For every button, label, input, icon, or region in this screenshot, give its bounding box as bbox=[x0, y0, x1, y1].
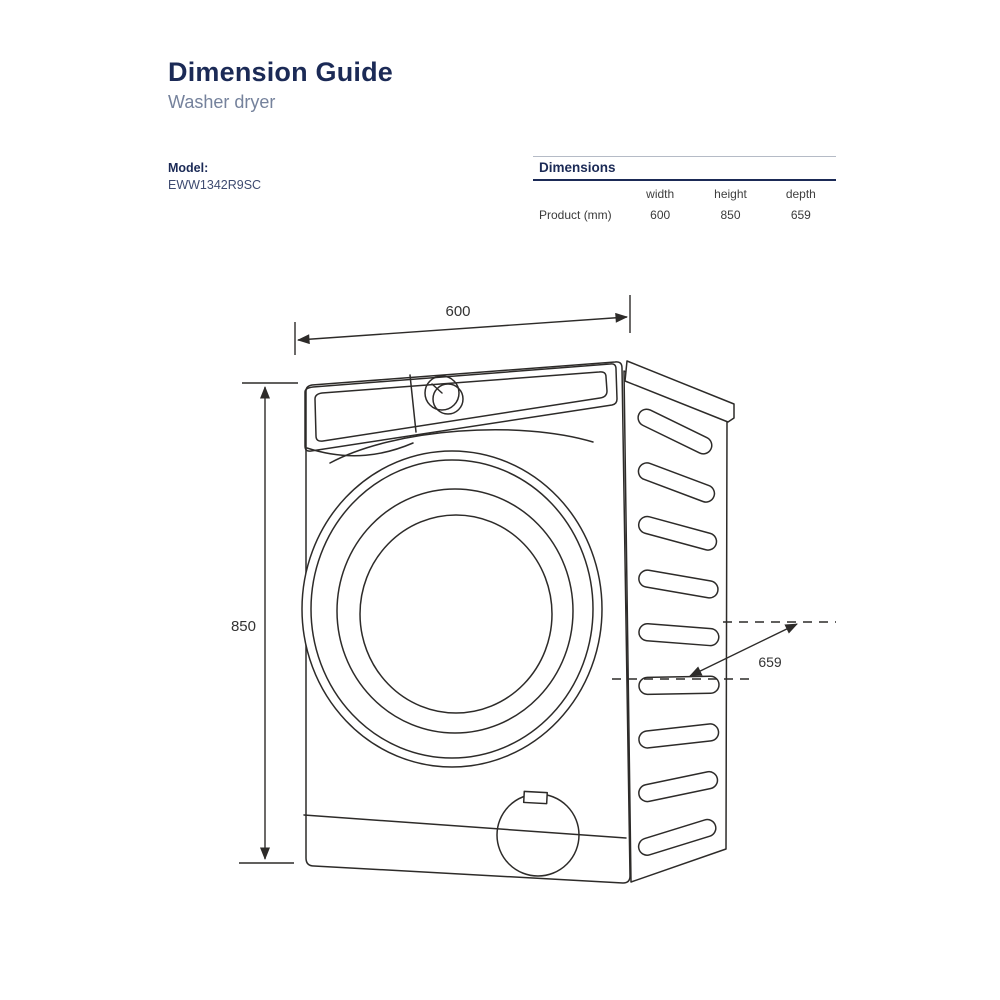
control-panel-outline bbox=[304, 363, 618, 452]
program-knob bbox=[424, 375, 464, 415]
kick-plate bbox=[303, 790, 627, 877]
drawer-divider bbox=[409, 374, 417, 433]
col-header-width: width bbox=[646, 187, 675, 201]
vent-slots bbox=[637, 408, 720, 856]
dimensions-table: Dimensions width height depth Product (m… bbox=[533, 156, 836, 222]
control-panel-inset bbox=[314, 371, 608, 442]
value-depth: 659 bbox=[790, 208, 811, 222]
width-arrow bbox=[297, 312, 628, 345]
page-title: Dimension Guide bbox=[168, 57, 394, 87]
value-height: 850 bbox=[720, 208, 741, 222]
value-width: 600 bbox=[650, 208, 671, 222]
col-header-height: height bbox=[714, 187, 747, 201]
height-dimension: 850 bbox=[231, 382, 298, 864]
model-label: Model: bbox=[168, 161, 209, 175]
table-title: Dimensions bbox=[539, 160, 616, 175]
door-bulge-curve bbox=[329, 429, 594, 464]
depth-label: 659 bbox=[758, 654, 782, 670]
table-row: Product (mm) 600 850 659 bbox=[533, 201, 836, 222]
door-window bbox=[301, 450, 603, 768]
filter-door-latch bbox=[522, 790, 548, 805]
depth-arrow bbox=[689, 623, 798, 677]
table-header-rule bbox=[533, 179, 836, 181]
drawer-handle-curve bbox=[306, 442, 414, 457]
width-dimension: 600 bbox=[294, 295, 631, 355]
col-header-depth: depth bbox=[785, 187, 816, 201]
kick-plate-line bbox=[303, 814, 627, 839]
washer-drawing bbox=[301, 360, 735, 884]
control-panel bbox=[304, 363, 618, 457]
depth-dimension: 659 bbox=[612, 621, 836, 680]
model-number: EWW1342R9SC bbox=[168, 178, 262, 192]
top-lid bbox=[624, 360, 735, 423]
page-subtitle: Washer dryer bbox=[168, 92, 276, 112]
table-top-rule bbox=[533, 156, 836, 157]
row-label-product: Product (mm) bbox=[539, 208, 612, 222]
width-label: 600 bbox=[445, 303, 470, 320]
model-block: Model: EWW1342R9SC bbox=[168, 161, 261, 193]
height-label: 850 bbox=[231, 618, 256, 635]
table-header-row: width height depth bbox=[533, 181, 836, 201]
